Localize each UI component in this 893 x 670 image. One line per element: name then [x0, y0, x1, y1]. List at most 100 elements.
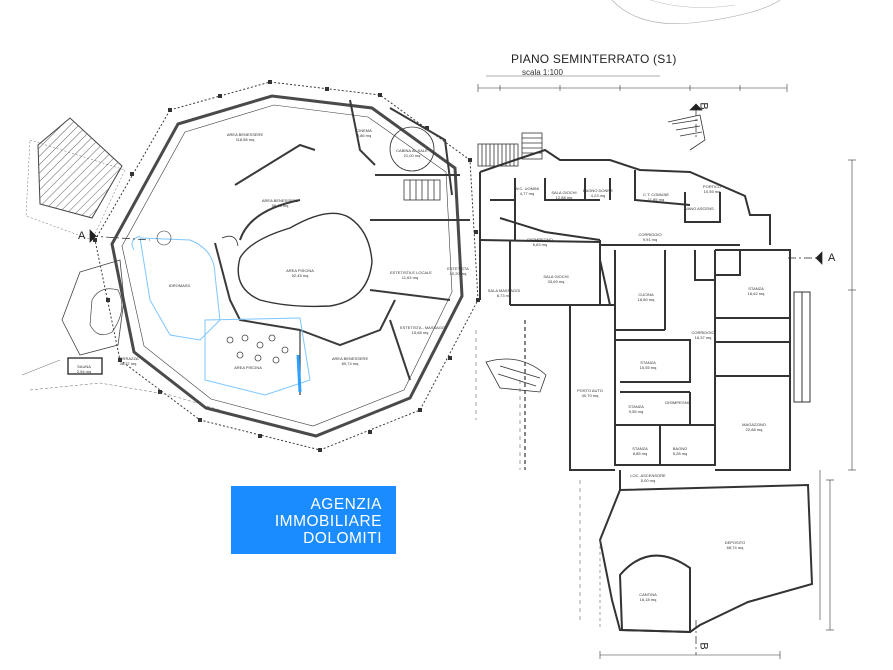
- plan-scale: scala 1:100: [522, 68, 563, 77]
- room-area: 5,00 mq: [640, 478, 656, 483]
- room-area: 40,70 mq: [581, 393, 599, 398]
- room-area: 2,94 mq: [76, 369, 92, 374]
- room-area: 4,23 mq: [590, 193, 606, 198]
- stairs: [403, 114, 706, 393]
- room-name: STANZA: [628, 404, 644, 409]
- room-area: 11,85 mq: [647, 197, 665, 202]
- room-area: 8,85 mq: [632, 451, 648, 456]
- room-area: 58,15 mq: [271, 203, 289, 208]
- section-a-left-label: A: [78, 230, 86, 242]
- agency-logo: AGENZIA IMMOBILIARE DOLOMITI: [231, 486, 396, 554]
- room-name: ESTETISTA - MASSAGGI: [400, 325, 447, 330]
- room-label-idromassaggio: IDROMASS.: [160, 283, 200, 288]
- room-name: PORTICO: [702, 184, 722, 189]
- section-b-top-label: B: [697, 102, 710, 110]
- room-name: CORRIDOIO: [691, 330, 715, 335]
- right-building-walls: [479, 148, 791, 471]
- room-area: 92,45 mq: [291, 273, 309, 278]
- room-name: CORRIDOIO: [638, 232, 662, 237]
- room-name: SAUNA: [77, 364, 91, 369]
- salt-cabin-circle: [389, 126, 435, 172]
- room-area: 68,74 mq: [726, 545, 744, 550]
- room-name: BAGNO DONNE: [582, 188, 613, 193]
- room-area: 9,91 mq: [642, 237, 658, 242]
- wellness-interior-walls: [214, 99, 470, 395]
- room-area: 5,28 mq: [672, 451, 688, 456]
- terrain-contour: [611, 0, 781, 24]
- room-name: AREA PISCINA: [286, 268, 314, 273]
- room-name: CUCINA: [638, 292, 654, 297]
- room-name: LOC. ASCENSORE: [630, 473, 666, 478]
- grass-pond: [89, 288, 123, 336]
- room-area: 10,55 mq: [703, 189, 721, 194]
- room-name: DISIMPEGNO: [665, 400, 691, 405]
- room-area: 8,86 mq: [356, 133, 372, 138]
- room-name: SALA MASSAGGI: [487, 288, 521, 293]
- room-name: SALA GIOCHI: [543, 274, 569, 279]
- room-name: AREA PISCINA: [234, 365, 262, 370]
- room-area: 16,37 mq: [694, 335, 712, 340]
- room-area: 16,62 mq: [747, 291, 765, 296]
- room-area: 8,73 mq: [496, 293, 512, 298]
- room-area: 15,68 mq: [411, 330, 429, 335]
- room-name: ESTETISTA E LOCALE: [390, 270, 432, 275]
- logo-line-3: DOLOMITI: [303, 530, 382, 547]
- room-name: CANTINA: [639, 592, 657, 597]
- room-area: 12,88 mq: [555, 195, 573, 200]
- room-area: 9,55 mq: [628, 409, 644, 414]
- room-area: 10,20 mq: [449, 271, 467, 276]
- room-name: IDROMASS.: [168, 283, 192, 288]
- room-name: TERRAZZA: [117, 356, 139, 361]
- room-area: 89,74 mq: [341, 361, 359, 366]
- sauna-box: [67, 357, 103, 375]
- room-area: 21,00 mq: [403, 153, 421, 158]
- room-name: AREA BENESSERE: [261, 198, 299, 203]
- room-name: AREA BENESSERE: [226, 132, 264, 137]
- room-name: C.T. COMUNE: [643, 192, 669, 197]
- plan-title: PIANO SEMINTERRATO (S1): [511, 52, 677, 66]
- room-name: W.C. UOMINI: [514, 186, 540, 191]
- room-name: STANZA: [748, 286, 764, 291]
- room-name: CABINA AL SALE: [396, 148, 428, 153]
- central-pool: [237, 212, 373, 308]
- solarium-deck: [37, 117, 123, 219]
- room-area: 38,37 mq: [119, 361, 137, 366]
- room-name: BAGNO: [672, 446, 688, 451]
- room-area: 118,58 mq: [235, 137, 255, 142]
- room-area: 18,80 mq: [637, 297, 655, 302]
- room-label-area-piscina-low: AREA PISCINA: [228, 365, 268, 370]
- top-dimension-line: [477, 75, 788, 92]
- room-name: STANZA: [632, 446, 648, 451]
- room-area: 11,63 mq: [401, 275, 419, 280]
- room-label-vano-ascensore: VANO ASCENS.: [680, 206, 720, 211]
- right-dimension-lines: [599, 159, 856, 659]
- logo-line-2: IMMOBILIARE: [274, 513, 382, 530]
- room-area: 33,69 mq: [547, 279, 565, 284]
- section-b-bottom-label: B: [697, 642, 710, 650]
- room-name: DEPOSITO: [724, 540, 746, 545]
